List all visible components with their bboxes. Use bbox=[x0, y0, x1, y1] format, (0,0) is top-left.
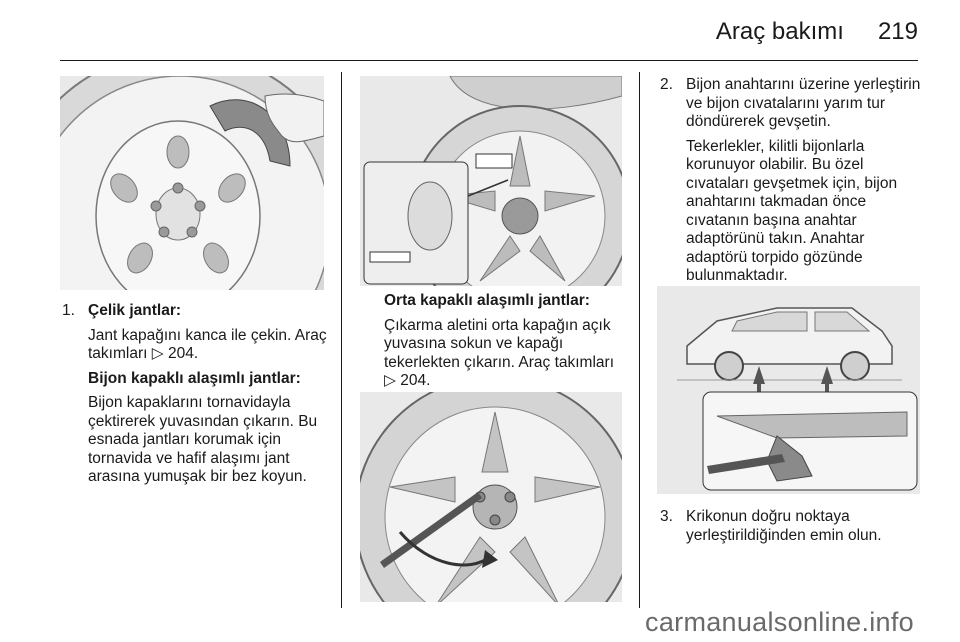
header-rule bbox=[60, 60, 918, 61]
column-divider-1 bbox=[341, 72, 342, 608]
paragraph: Krikonun doğru noktaya yerleştirildiğind… bbox=[686, 508, 882, 544]
watermark: carmanualsonline.info bbox=[645, 607, 914, 637]
page-reference[interactable]: 204. bbox=[400, 372, 431, 389]
paragraph: Bijon kapaklarını tornavidayla çektirere… bbox=[88, 394, 318, 485]
item-number: 3. bbox=[660, 508, 673, 525]
column-2-text: Orta kapaklı alaşımlı jantlar: Çıkarma a… bbox=[384, 292, 626, 397]
paragraph-text: Çıkarma aletini orta kapağın açık yuvası… bbox=[384, 316, 615, 371]
page-number: 219 bbox=[877, 18, 918, 45]
item-number: 2. bbox=[660, 76, 673, 93]
list-item: 1. Çelik jantlar: Jant kapağını kanca il… bbox=[62, 302, 330, 487]
wheel-wrench-illustration bbox=[360, 392, 622, 602]
car-jack-illustration bbox=[657, 286, 920, 494]
page-reference[interactable]: 204. bbox=[167, 345, 199, 362]
page-reference-icon: ▷ bbox=[151, 345, 164, 362]
paragraph: Çıkarma aletini orta kapağın açık yuvası… bbox=[384, 317, 626, 391]
column-divider-2 bbox=[639, 72, 640, 608]
page-header: Araç bakımı 219 bbox=[716, 18, 918, 46]
paragraph: Bijon anahtarını üzerine yerleştirin ve … bbox=[686, 76, 921, 130]
steel-rims-heading: Çelik jantlar: bbox=[88, 302, 182, 319]
paragraph-text: Jant kapağını kanca ile çekin. Araç takı… bbox=[88, 326, 327, 363]
center-cap-rims-heading: Orta kapaklı alaşımlı jantlar: bbox=[384, 292, 590, 309]
paragraph: Jant kapağını kanca ile çekin. Araç takı… bbox=[88, 327, 330, 364]
list-item: 3. Krikonun doğru noktaya yerleştirildiğ… bbox=[660, 508, 922, 545]
item-number: 1. bbox=[62, 302, 75, 319]
column-3-text-top: 2. Bijon anahtarını üzerine yerleştirin … bbox=[660, 76, 922, 292]
column-3-text-bottom: 3. Krikonun doğru noktaya yerleştirildiğ… bbox=[660, 508, 922, 551]
center-cap-wheel-illustration bbox=[360, 76, 622, 286]
page-reference-icon: ▷ bbox=[384, 372, 396, 389]
column-1-text: 1. Çelik jantlar: Jant kapağını kanca il… bbox=[62, 302, 330, 493]
bolt-cap-rims-heading: Bijon kapaklı alaşımlı jantlar: bbox=[88, 369, 301, 387]
steel-wheel-illustration bbox=[60, 76, 324, 290]
list-item: 2. Bijon anahtarını üzerine yerleştirin … bbox=[660, 76, 922, 286]
section-title: Araç bakımı bbox=[715, 18, 844, 45]
paragraph: Tekerlekler, kilitli bijonlarla korunuyo… bbox=[686, 137, 898, 285]
